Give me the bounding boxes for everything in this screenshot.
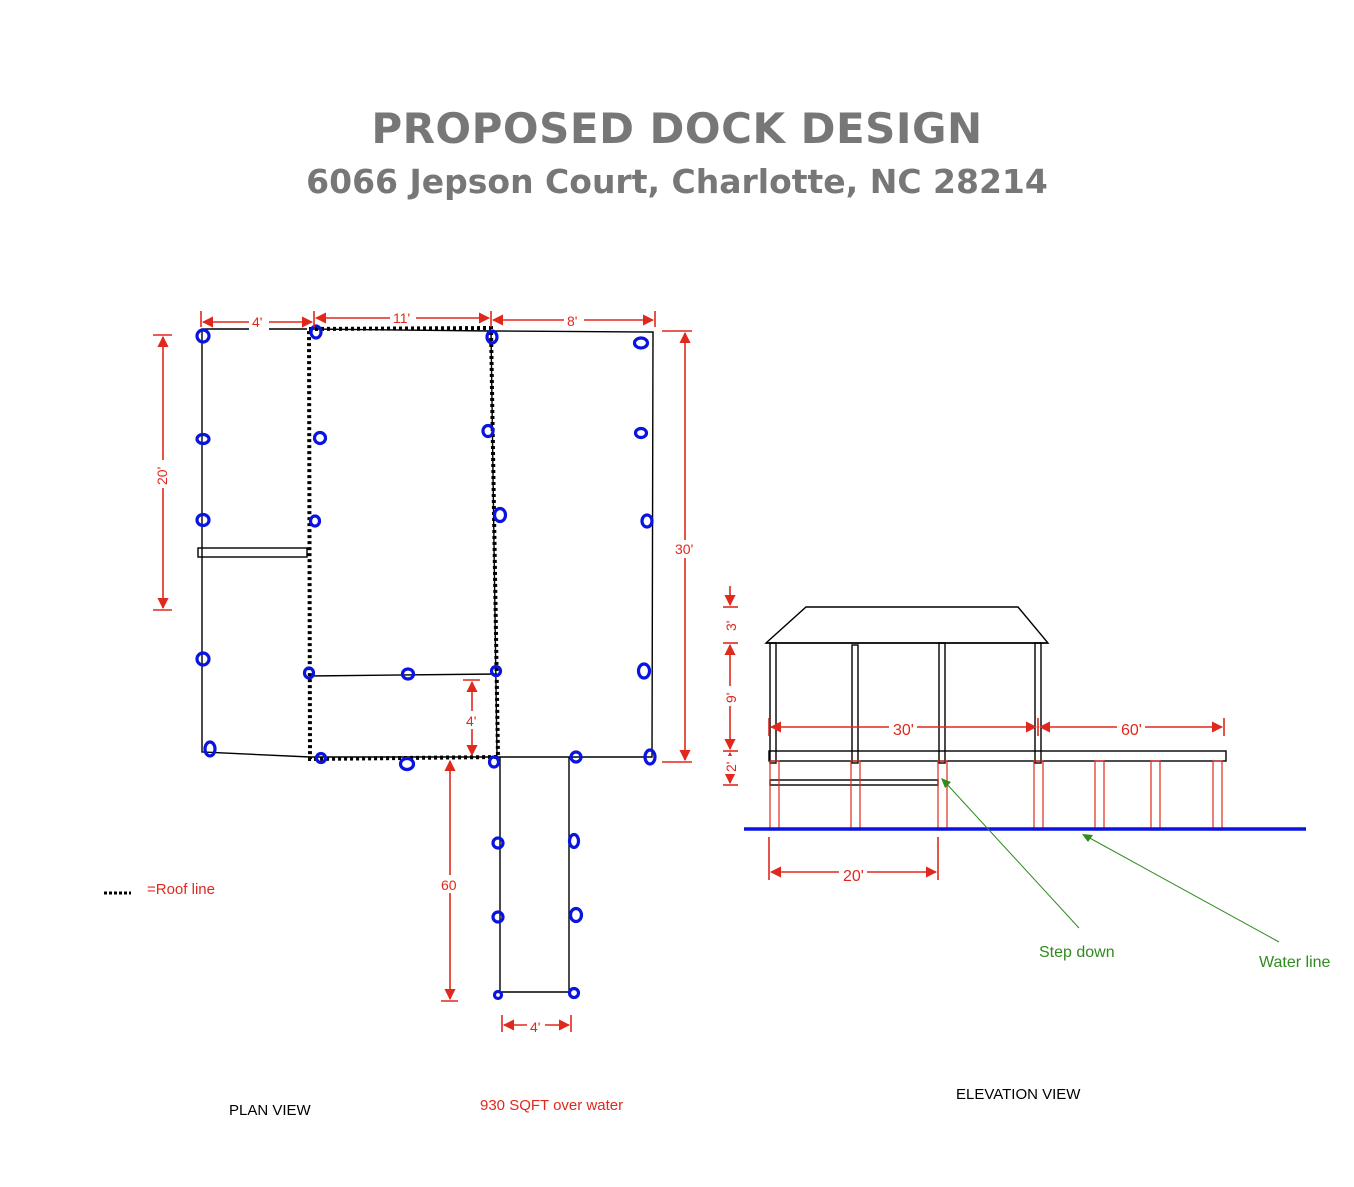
piling [567,986,581,1000]
piling [567,832,581,850]
elevation-view: 3' 9' 2' 30' 60' 20' Step down Water lin… [723,586,1331,1103]
piling [195,651,211,667]
label-left-width: 4' [252,314,262,330]
elevation-view-label: ELEVATION VIEW [956,1086,1081,1103]
piling [643,748,657,766]
elev-piling [937,760,948,831]
elev-post [938,642,946,764]
elev-piling [1033,760,1044,831]
plan-center-section [308,328,498,758]
step-down-leader [943,780,1080,929]
piling [400,667,416,681]
elev-post [1034,642,1042,764]
label-dock-length: 30' [893,722,914,739]
elev-pilings [769,760,1223,831]
elev-post [769,642,777,764]
label-roof-height: 3' [723,621,739,631]
piling [569,750,583,764]
piling [492,989,504,1001]
water-line-leader [1085,835,1280,943]
plan-right-section [310,330,654,758]
piling [302,666,316,680]
page-title: PROPOSED DOCK DESIGN [371,104,983,153]
label-left-depth: 20' [154,467,170,485]
label-walkway-width: 4' [530,1019,540,1035]
elev-piling [1212,760,1223,831]
elev-piling [850,760,861,831]
label-walkway-length-elev: 60' [1121,722,1142,739]
plan-roof-line [306,325,501,762]
label-deck-height: 2' [723,762,739,772]
plan-left-step [197,547,308,558]
label-wall-height: 9' [723,693,739,703]
elev-piling [769,760,780,831]
label-walkway-length: 60 [441,877,457,893]
piling [203,740,217,758]
piling [312,430,328,446]
elev-piling [1150,760,1161,831]
plan-pilings [195,324,657,1001]
piling [314,751,328,765]
step-down-note: Step down [1039,944,1115,961]
label-middle-width: 11' [393,310,410,326]
elev-post [851,644,859,764]
piling [308,514,322,528]
area-note: 930 SQFT over water [480,1097,623,1114]
elev-dimensions [723,586,1225,880]
piling [491,910,505,924]
label-right-depth: 30' [675,541,693,557]
legend-roof-line-label: =Roof line [147,881,215,898]
piling [481,423,495,439]
piling [195,512,211,528]
elev-step-down [769,779,939,786]
water-line-note: Water line [1259,954,1331,971]
piling [640,513,654,529]
page-subtitle: 6066 Jepson Court, Charlotte, NC 28214 [306,162,1048,201]
piling [632,336,650,350]
plan-view-label: PLAN VIEW [229,1102,312,1119]
plan-dimensions [153,311,692,1032]
piling [489,664,503,678]
piling [485,329,499,345]
plan-left-section [201,328,311,758]
elev-piling [1094,760,1105,831]
piling [568,906,584,924]
piling [309,324,323,340]
plan-view: 4' 11' 8' 20' 30' 4' 60 4' =Roof line PL… [104,310,698,1119]
piling [195,432,211,446]
label-step: 4' [466,713,476,729]
piling [636,662,652,680]
label-right-width: 8' [567,313,577,329]
elev-roof [764,606,1050,644]
piling [398,756,416,772]
piling [633,426,649,440]
label-step-length: 20' [843,868,864,885]
piling [195,328,211,344]
piling [492,506,508,524]
piling [487,755,501,769]
elev-deck [768,750,1227,762]
piling [491,836,505,850]
plan-walkway [499,757,570,993]
